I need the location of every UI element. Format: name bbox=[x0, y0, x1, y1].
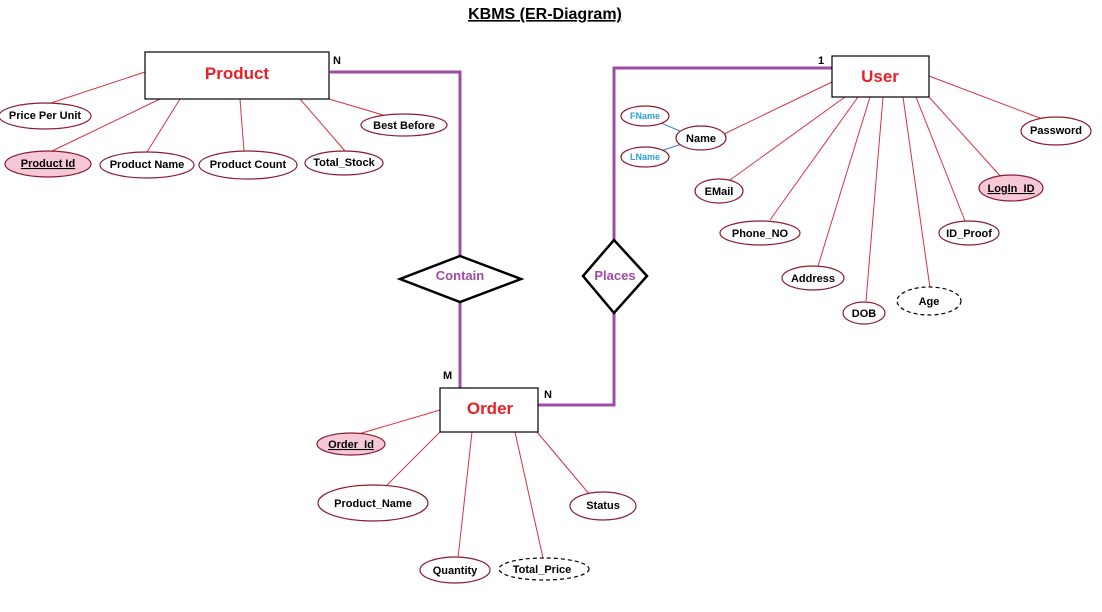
attr-order-product-name[interactable]: Product_Name bbox=[317, 484, 429, 522]
line-total-stock bbox=[299, 98, 346, 152]
attr-address[interactable]: Address bbox=[781, 265, 845, 291]
svg-text:Product Id: Product Id bbox=[21, 158, 75, 170]
attr-lname[interactable]: LName bbox=[620, 146, 670, 168]
line-total-price bbox=[514, 431, 544, 559]
svg-text:Password: Password bbox=[1030, 125, 1082, 137]
svg-text:Product Name: Product Name bbox=[110, 159, 185, 171]
attr-age[interactable]: Age bbox=[896, 286, 962, 316]
attr-quantity[interactable]: Quantity bbox=[419, 556, 491, 584]
relationship-places[interactable]: Places bbox=[581, 238, 649, 315]
entity-product-label: Product bbox=[205, 64, 270, 83]
line-age bbox=[902, 96, 931, 289]
entity-user[interactable]: User bbox=[831, 55, 930, 98]
product-contain-line bbox=[330, 70, 462, 256]
attr-id-proof[interactable]: ID_Proof bbox=[938, 220, 1000, 246]
svg-text:Price Per Unit: Price Per Unit bbox=[9, 110, 81, 122]
svg-text:Quantity: Quantity bbox=[433, 565, 478, 577]
svg-text:Status: Status bbox=[586, 500, 620, 512]
cardinality-user: 1 bbox=[818, 55, 824, 67]
attr-dob[interactable]: DOB bbox=[842, 301, 886, 325]
svg-text:EMail: EMail bbox=[705, 186, 734, 198]
entity-order[interactable]: Order bbox=[439, 387, 539, 433]
line-phone-no bbox=[769, 96, 859, 221]
attr-price-per-unit[interactable]: Price Per Unit bbox=[0, 102, 92, 130]
svg-text:Product_Name: Product_Name bbox=[334, 498, 412, 510]
attr-product-count[interactable]: Product Count bbox=[198, 150, 298, 180]
attr-name[interactable]: Name bbox=[675, 125, 727, 151]
svg-text:Best Before: Best Before bbox=[373, 120, 435, 132]
entity-order-label: Order bbox=[467, 399, 514, 418]
attr-best-before[interactable]: Best Before bbox=[360, 113, 448, 137]
svg-text:ID_Proof: ID_Proof bbox=[946, 228, 992, 240]
cardinality-order-contain: M bbox=[443, 370, 452, 382]
attr-total-price[interactable]: Total_Price bbox=[498, 557, 590, 581]
cardinality-product: N bbox=[333, 55, 341, 67]
line-dob bbox=[865, 96, 884, 302]
line-email bbox=[729, 96, 846, 181]
entity-user-label: User bbox=[861, 67, 899, 86]
attr-order-id[interactable]: Order_Id bbox=[316, 432, 386, 456]
line-login-id bbox=[928, 96, 1003, 179]
line-order-product-name bbox=[384, 431, 441, 488]
attr-product-name[interactable]: Product Name bbox=[99, 151, 195, 179]
line-name bbox=[721, 81, 833, 136]
cardinality-order-places: N bbox=[544, 389, 552, 401]
svg-text:LogIn_ID: LogIn_ID bbox=[987, 183, 1034, 195]
line-order-id bbox=[354, 409, 441, 436]
relationship-contain-label: Contain bbox=[436, 268, 484, 283]
attr-total-stock[interactable]: Total_Stock bbox=[304, 150, 384, 176]
svg-text:FName: FName bbox=[630, 111, 660, 121]
attr-product-id[interactable]: Product Id bbox=[4, 150, 92, 178]
line-quantity bbox=[457, 431, 473, 559]
attr-fname[interactable]: FName bbox=[620, 105, 670, 127]
user-places-line bbox=[612, 66, 832, 240]
svg-text:Total_Stock: Total_Stock bbox=[313, 157, 375, 169]
line-status bbox=[536, 431, 591, 496]
line-product-id bbox=[49, 98, 161, 153]
line-price-per-unit bbox=[47, 71, 146, 105]
line-id-proof bbox=[915, 96, 966, 222]
line-address bbox=[817, 96, 871, 267]
svg-text:LName: LName bbox=[630, 152, 660, 162]
svg-text:Age: Age bbox=[919, 296, 940, 308]
diagram-title: KBMS (ER-Diagram) bbox=[468, 6, 622, 23]
svg-text:DOB: DOB bbox=[852, 308, 877, 320]
entity-product[interactable]: Product bbox=[144, 51, 330, 100]
svg-text:Name: Name bbox=[686, 133, 716, 145]
line-product-count bbox=[239, 98, 245, 152]
line-product-name bbox=[146, 98, 181, 153]
svg-text:Order_Id: Order_Id bbox=[328, 439, 374, 451]
attr-email[interactable]: EMail bbox=[694, 178, 744, 204]
relationship-contain[interactable]: Contain bbox=[396, 254, 525, 304]
attr-status[interactable]: Status bbox=[569, 491, 637, 521]
attr-password[interactable]: Password bbox=[1020, 116, 1092, 146]
relationship-places-label: Places bbox=[594, 268, 635, 283]
svg-text:Address: Address bbox=[791, 273, 835, 285]
line-password bbox=[928, 75, 1046, 121]
attr-phone-no[interactable]: Phone_NO bbox=[719, 220, 801, 246]
svg-text:Total_Price: Total_Price bbox=[513, 564, 572, 576]
svg-text:Product Count: Product Count bbox=[210, 159, 287, 171]
attr-login-id[interactable]: LogIn_ID bbox=[978, 174, 1044, 202]
svg-text:Phone_NO: Phone_NO bbox=[732, 228, 789, 240]
places-order-line bbox=[538, 313, 616, 407]
